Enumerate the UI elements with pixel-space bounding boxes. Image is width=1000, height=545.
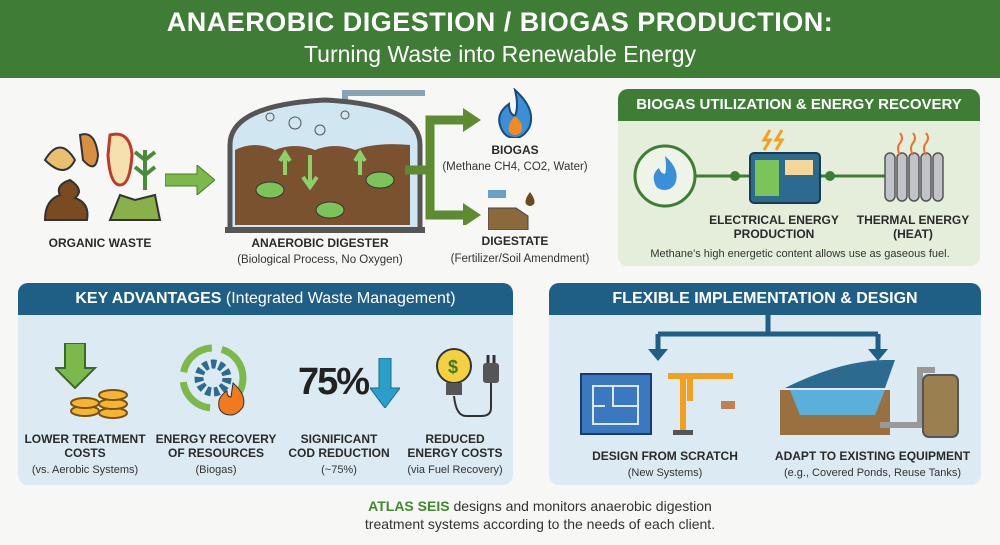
adv1-line1: LOWER TREATMENT bbox=[24, 432, 146, 446]
adv2-line1: ENERGY RECOVERY bbox=[155, 432, 277, 446]
design-scratch-sub: (New Systems) bbox=[627, 467, 703, 479]
digestate-label: DIGESTATE bbox=[481, 234, 549, 248]
header-banner: ANAEROBIC DIGESTION / BIOGAS PRODUCTION:… bbox=[0, 0, 1000, 78]
adv3-line2: COD REDUCTION bbox=[288, 446, 390, 460]
design-scratch-label: DESIGN FROM SCRATCH bbox=[592, 449, 738, 463]
digester-sub: (Biological Process, No Oxygen) bbox=[237, 254, 403, 266]
adv4-sub: (via Fuel Recovery) bbox=[407, 464, 503, 476]
adv1-line2: COSTS bbox=[64, 446, 106, 460]
advantages-panel: KEY ADVANTAGES (Integrated Waste Managem… bbox=[18, 283, 513, 485]
advantages-title: KEY ADVANTAGES (Integrated Waste Managem… bbox=[18, 283, 513, 315]
electrical-line1: ELECTRICAL ENERGY bbox=[709, 213, 839, 227]
adv2-sub: (Biogas) bbox=[195, 464, 237, 476]
adv1-sub: (vs. Aerobic Systems) bbox=[31, 464, 139, 476]
digester-tank-icon bbox=[225, 90, 425, 233]
thermal-line2: (HEAT) bbox=[893, 227, 933, 241]
digestate-icon bbox=[488, 190, 535, 230]
radiator-icon bbox=[884, 152, 944, 202]
digestate-sub: (Fertilizer/Soil Amendment) bbox=[450, 253, 590, 265]
biogas-label: BIOGAS bbox=[491, 143, 539, 157]
digester-label: ANAEROBIC DIGESTER bbox=[251, 236, 389, 250]
svg-text:$: $ bbox=[448, 357, 458, 377]
cod-percent: 75% bbox=[298, 361, 370, 403]
lightbulb-plug-icon: $ bbox=[436, 348, 499, 417]
biogas-sub: (Methane CH4, CO2, Water) bbox=[442, 161, 588, 173]
thermal-line1: THERMAL ENERGY bbox=[856, 213, 970, 227]
adv3-sub: (~75%) bbox=[321, 464, 357, 476]
footer-text: ATLAS SEIS designs and monitors anaerobi… bbox=[250, 497, 830, 533]
utilization-title: BIOGAS UTILIZATION & ENERGY RECOVERY bbox=[618, 89, 980, 121]
flexible-title: FLEXIBLE IMPLEMENTATION & DESIGN bbox=[549, 283, 981, 315]
page-title: ANAEROBIC DIGESTION / BIOGAS PRODUCTION: bbox=[166, 7, 834, 37]
utilization-diagram bbox=[633, 129, 944, 208]
adv2-line2: OF RESOURCES bbox=[167, 446, 264, 460]
lower-costs-icon bbox=[55, 343, 128, 419]
branch-arrows-icon bbox=[405, 108, 481, 225]
adv4-line1: REDUCED bbox=[425, 432, 485, 446]
advantages-title-bold: KEY ADVANTAGES bbox=[75, 290, 222, 307]
organic-waste-label: ORGANIC WASTE bbox=[48, 236, 152, 250]
advantages-title-light: (Integrated Waste Management) bbox=[225, 290, 456, 307]
utilization-note: Methane's high energetic content allows … bbox=[650, 248, 950, 260]
adv3-line1: SIGNIFICANT bbox=[300, 432, 378, 446]
adapt-existing-sub: (e.g., Covered Ponds, Reuse Tanks) bbox=[783, 467, 962, 479]
adv4-line2: ENERGY COSTS bbox=[407, 446, 503, 460]
electrical-line2: PRODUCTION bbox=[733, 227, 815, 241]
blueprint-crane-icon bbox=[580, 373, 735, 435]
adapt-existing-label: ADAPT TO EXISTING EQUIPMENT bbox=[774, 449, 971, 463]
brand-name: ATLAS SEIS bbox=[368, 498, 450, 514]
down-arrow-icon bbox=[370, 358, 400, 408]
organic-waste-icon bbox=[43, 132, 162, 221]
covered-pond-tank-icon bbox=[780, 360, 959, 438]
footer-line1: designs and monitors anaerobic digestion bbox=[449, 498, 712, 514]
flow-arrow-icon bbox=[165, 165, 215, 195]
page-subtitle: Turning Waste into Renewable Energy bbox=[303, 41, 697, 67]
energy-recovery-icon bbox=[179, 344, 247, 416]
thermal-energy-label: THERMAL ENERGY(HEAT) bbox=[848, 213, 978, 241]
footer-line2: treatment systems according to the needs… bbox=[364, 516, 716, 532]
biogas-flame-icon bbox=[498, 88, 533, 138]
split-arrows-icon bbox=[648, 314, 888, 361]
